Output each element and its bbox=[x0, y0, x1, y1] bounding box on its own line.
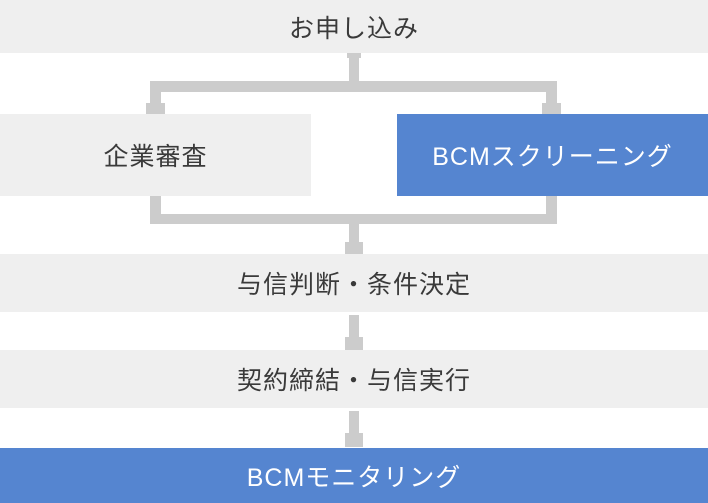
step-bcm-monitoring-label: BCMモニタリング bbox=[246, 463, 462, 492]
step-contract-label: 契約締結・与信実行 bbox=[236, 367, 471, 395]
connector-contract-to-monitoring bbox=[349, 411, 359, 434]
connector-merge-bar bbox=[150, 214, 557, 224]
connector-contract-to-monitoring-cap bbox=[345, 433, 363, 447]
connector-credit-to-contract-cap bbox=[345, 337, 363, 350]
connector-credit-to-contract bbox=[349, 315, 359, 338]
connector-split-stem bbox=[349, 54, 359, 92]
step-company-screening-label: 企業審査 bbox=[103, 143, 208, 171]
step-application-label: お申し込み bbox=[288, 14, 419, 43]
step-contract-band: 契約締結・与信実行 bbox=[0, 350, 708, 408]
step-credit-decision-band: 与信判断・条件決定 bbox=[0, 254, 708, 312]
step-application-band: お申し込み bbox=[0, 0, 708, 53]
connector-merge-drop bbox=[349, 224, 359, 243]
connector-merge-rise-left bbox=[150, 196, 161, 216]
step-bcm-monitoring-band: BCMモニタリング bbox=[0, 448, 708, 503]
connector-split-bar bbox=[150, 81, 557, 92]
connector-merge-cap bbox=[345, 242, 363, 254]
connector-merge-rise-right bbox=[546, 196, 557, 216]
step-credit-decision-label: 与信判断・条件決定 bbox=[236, 271, 471, 299]
connector-split-cap-left bbox=[146, 103, 165, 114]
connector-split-drop-right bbox=[546, 92, 557, 104]
connector-split-drop-left bbox=[150, 92, 161, 104]
step-bcm-screening-box: BCMスクリーニング bbox=[397, 114, 708, 196]
connector-split-cap-right bbox=[542, 103, 561, 114]
step-bcm-screening-label: BCMスクリーニング bbox=[432, 143, 673, 171]
step-company-screening-box: 企業審査 bbox=[0, 114, 311, 196]
